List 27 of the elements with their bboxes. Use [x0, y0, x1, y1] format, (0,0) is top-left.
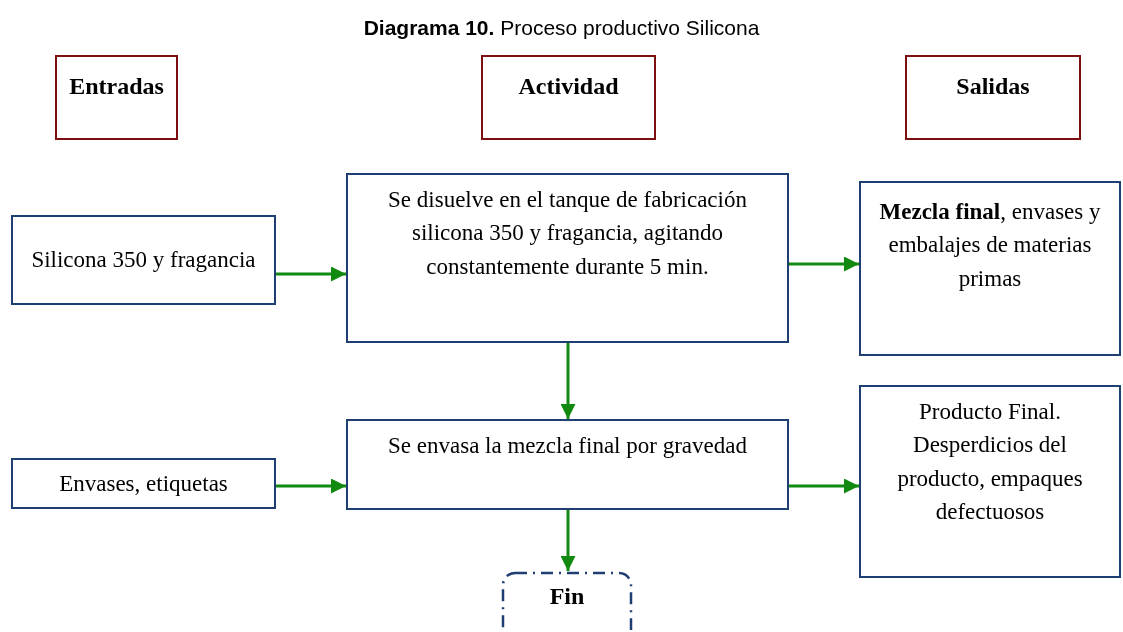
arrow [560, 510, 576, 571]
process-box [11, 215, 276, 305]
column-header-box [55, 55, 178, 140]
end-box [501, 571, 633, 630]
process-box [11, 458, 276, 509]
process-box [859, 385, 1121, 578]
arrow [560, 343, 576, 419]
box-text: Entradas [69, 72, 164, 101]
box-text: Fin [549, 582, 585, 611]
box-text: Actividad [518, 72, 619, 101]
arrow [789, 478, 859, 494]
diagram-title: Diagrama 10. Proceso productivo Silicona [363, 15, 760, 41]
box-text: Silicona 350 y fragancia [31, 246, 256, 275]
box-text: Envases, etiquetas [59, 469, 228, 498]
column-header-box [905, 55, 1081, 140]
process-box [346, 173, 789, 343]
process-box [859, 181, 1121, 356]
box-text: Se disuelve en el tanque de fabricación silicona 350 y fragancia, agitando constantemente durante 5 min. [387, 186, 748, 281]
process-box [346, 419, 789, 510]
box-text: Salidas [956, 72, 1030, 101]
arrow [789, 256, 859, 272]
arrow [276, 478, 346, 494]
column-header-box [481, 55, 656, 140]
box-text: Producto Final. Desperdicios del producto, empaques defectuosos [896, 398, 1084, 527]
box-text: Se envasa la mezcla final por gravedad [388, 432, 747, 460]
box-text: Mezcla final, envases y embalajes de materias primas [878, 198, 1102, 293]
arrow [276, 266, 346, 282]
